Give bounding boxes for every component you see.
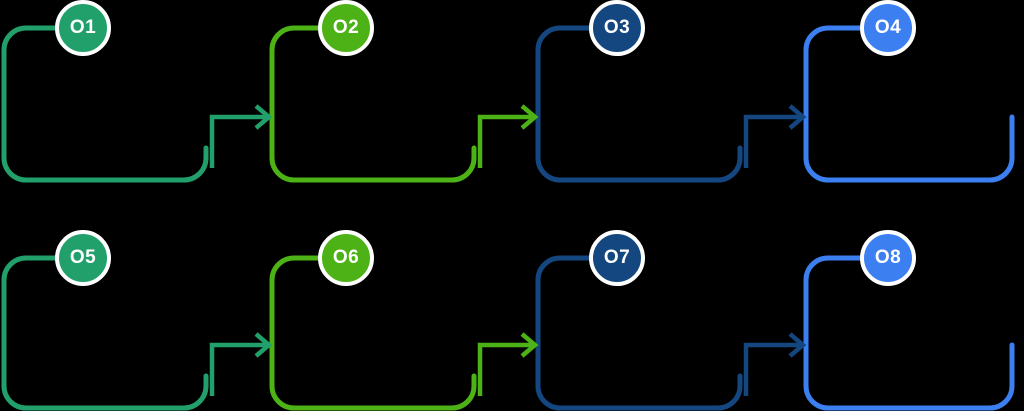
arrowhead-icon-o3-o4	[788, 104, 807, 130]
step-badge-o3[interactable]: O3	[589, 0, 645, 56]
step-bracket-o4[interactable]	[803, 25, 1015, 183]
step-badge-o5[interactable]: O5	[55, 230, 111, 286]
arrowhead-icon-o1-o2	[254, 104, 273, 130]
arrowhead-icon-o7-o8	[788, 332, 807, 358]
step-badge-o4[interactable]: O4	[860, 0, 916, 56]
step-bracket-o1[interactable]	[1, 25, 209, 183]
connector-o6-to-o7[interactable]	[477, 342, 535, 396]
step-bracket-o2[interactable]	[269, 25, 477, 183]
arrowhead-icon-o6-o7	[520, 332, 539, 358]
connector-o1-to-o2[interactable]	[209, 114, 269, 168]
step-badge-label: O2	[332, 16, 360, 38]
step-badge-o6[interactable]: O6	[318, 230, 374, 286]
arrowhead-icon-o2-o3	[520, 104, 539, 130]
step-badge-label: O5	[69, 246, 97, 268]
step-bracket-o8[interactable]	[803, 255, 1015, 411]
step-badge-o7[interactable]: O7	[589, 230, 645, 286]
step-badge-label: O8	[874, 246, 902, 268]
step-badge-o1[interactable]: O1	[55, 0, 111, 56]
step-badge-label: O3	[603, 16, 631, 38]
connector-o2-to-o3[interactable]	[477, 114, 535, 168]
step-bracket-o7[interactable]	[535, 255, 743, 411]
step-badge-o8[interactable]: O8	[860, 230, 916, 286]
step-badge-label: O6	[332, 246, 360, 268]
step-badge-label: O7	[603, 246, 631, 268]
step-bracket-o5[interactable]	[1, 255, 209, 411]
connector-o5-to-o6[interactable]	[209, 342, 269, 396]
step-badge-label: O4	[874, 16, 902, 38]
step-badge-o2[interactable]: O2	[318, 0, 374, 56]
step-bracket-o3[interactable]	[535, 25, 743, 183]
connector-o7-to-o8[interactable]	[743, 342, 803, 396]
arrowhead-icon-o5-o6	[254, 332, 273, 358]
connector-o3-to-o4[interactable]	[743, 114, 803, 168]
step-badge-label: O1	[69, 16, 97, 38]
step-bracket-o6[interactable]	[269, 255, 477, 411]
